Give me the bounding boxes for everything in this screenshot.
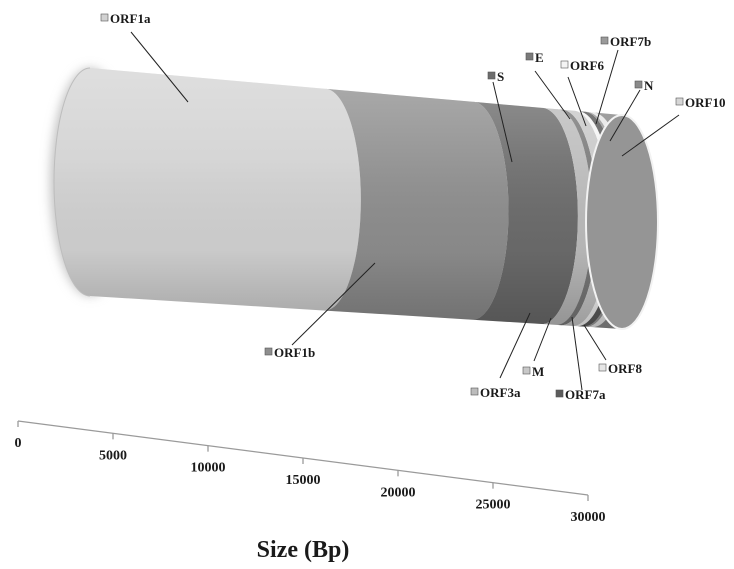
x-tick-label: 15000 [286, 473, 321, 488]
legend-swatch-orf1a [100, 13, 109, 22]
label-orf6: ORF6 [570, 58, 604, 73]
legend-swatch-orf8 [598, 363, 607, 372]
legend-swatch-orf6 [560, 60, 569, 69]
legend-swatch-orf10 [675, 97, 684, 106]
x-tick-label: 10000 [191, 461, 226, 476]
label-orf7b: ORF7b [610, 34, 651, 49]
legend-swatch-orf3a [470, 387, 479, 396]
x-tick-label: 30000 [571, 510, 606, 525]
leader-orf6 [567, 76, 587, 127]
x-tick-label: 5000 [99, 448, 127, 463]
leader-orf1b [291, 262, 376, 346]
segment-leader-lines [130, 31, 680, 391]
label-orf7a: ORF7a [565, 387, 606, 402]
label-n: N [644, 78, 654, 93]
x-tick-label: 0 [15, 436, 22, 451]
label-s: S [497, 69, 504, 84]
leader-orf7a [571, 316, 583, 391]
label-orf3a: ORF3a [480, 385, 521, 400]
legend-swatch-orf7a [555, 389, 564, 398]
leader-orf10 [621, 114, 680, 157]
label-orf8: ORF8 [608, 361, 642, 376]
label-orf10: ORF10 [685, 95, 725, 110]
x-axis-title: Size (Bp) [257, 537, 350, 563]
legend-swatch-s [487, 71, 496, 80]
legend-swatch-orf7b [600, 36, 609, 45]
leader-m [533, 317, 552, 362]
legend-swatch-orf1b [264, 347, 273, 356]
leader-n [609, 89, 641, 142]
leader-e [534, 70, 571, 120]
leader-orf3a [499, 312, 531, 379]
cylinder-shading [54, 68, 658, 329]
leader-orf8 [583, 324, 607, 361]
label-orf1a: ORF1a [110, 11, 151, 26]
cylinder-segments [54, 68, 658, 329]
legend-swatch-e [525, 52, 534, 61]
legend-swatch-m [522, 366, 531, 375]
x-tick-label: 20000 [381, 485, 416, 500]
legend-swatch-n [634, 80, 643, 89]
leader-orf1a [130, 31, 189, 103]
leader-s [492, 81, 513, 163]
leader-orf7b [595, 49, 619, 125]
x-tick-label: 25000 [476, 498, 511, 513]
x-axis: 0 5000 10000 15000 20000 25000 30000 [15, 420, 606, 525]
label-e: E [535, 50, 544, 65]
cylinder-end-cap [585, 114, 659, 330]
label-m: M [532, 364, 544, 379]
label-orf1b: ORF1b [274, 345, 315, 360]
cylinder-left-cap [53, 67, 91, 297]
